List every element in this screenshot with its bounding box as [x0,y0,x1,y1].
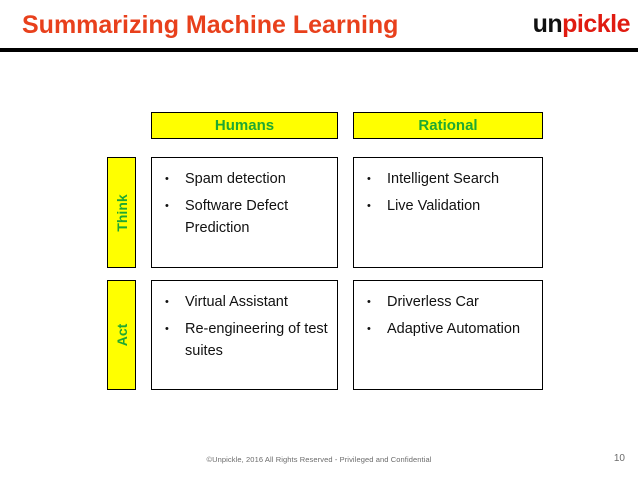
column-header-humans-label: Humans [214,117,275,134]
list-item: Re-engineering of test suites [152,318,337,362]
header-divider [0,48,638,52]
bullet-list: Virtual Assistant Re-engineering of test… [152,291,337,362]
list-item: Spam detection [152,168,337,190]
unpickle-logo: unpickle [532,10,631,39]
slide-header: Summarizing Machine Learning unpickle [0,0,638,48]
column-header-rational-label: Rational [418,117,478,134]
slide-footer: ©Unpickle, 2016 All Rights Reserved - Pr… [0,453,638,479]
list-item: Intelligent Search [354,168,542,190]
list-item: Software Defect Prediction [152,195,337,239]
bullet-list: Driverless Car Adaptive Automation [354,291,542,340]
ml-agent-matrix: Humans Rational Think Act Spam detection… [107,112,543,390]
cell-think-humans: Spam detection Software Defect Predictio… [151,157,338,268]
list-item: Adaptive Automation [354,318,542,340]
logo-text-un: un [532,10,563,38]
cell-think-rational: Intelligent Search Live Validation [353,157,543,268]
bullet-list: Spam detection Software Defect Predictio… [152,168,337,239]
row-label-act-text: Act [113,323,130,347]
row-label-think-text: Think [113,193,130,232]
list-item: Live Validation [354,195,542,217]
page-number: 10 [613,453,625,464]
column-header-humans: Humans [151,112,338,139]
column-header-rational: Rational [353,112,543,139]
page-title: Summarizing Machine Learning [22,11,399,39]
list-item: Virtual Assistant [152,291,337,313]
row-label-act: Act [107,280,136,390]
cell-act-rational: Driverless Car Adaptive Automation [353,280,543,390]
list-item: Driverless Car [354,291,542,313]
bullet-list: Intelligent Search Live Validation [354,168,542,217]
row-label-think: Think [107,157,136,268]
footer-copyright: ©Unpickle, 2016 All Rights Reserved - Pr… [206,455,432,464]
cell-act-humans: Virtual Assistant Re-engineering of test… [151,280,338,390]
logo-text-pickle: pickle [562,10,630,38]
